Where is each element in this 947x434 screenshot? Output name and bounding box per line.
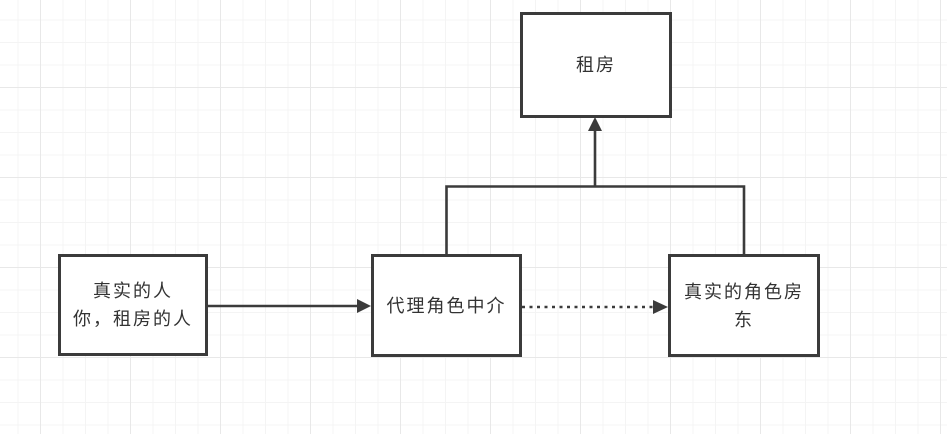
node-proxy-agent[interactable]: 代理角色中介 — [371, 254, 522, 357]
node-real-landlord[interactable]: 真实的角色房东 — [668, 254, 820, 357]
node-proxy-agent-label: 代理角色中介 — [386, 295, 507, 316]
edge-agents-to-rent[interactable] — [445, 117, 746, 254]
edge-person-to-agent[interactable] — [208, 299, 371, 313]
node-real-landlord-label: 真实的角色房东 — [684, 281, 804, 330]
node-real-person[interactable]: 真实的人 你，租房的人 — [58, 254, 208, 356]
node-rent[interactable]: 租房 — [520, 12, 672, 118]
edge-agent-to-landlord[interactable] — [522, 300, 668, 314]
node-rent-label: 租房 — [576, 55, 616, 75]
node-real-person-label-line1: 真实的人 — [93, 281, 173, 301]
node-real-person-label-line2: 你，租房的人 — [73, 309, 193, 329]
